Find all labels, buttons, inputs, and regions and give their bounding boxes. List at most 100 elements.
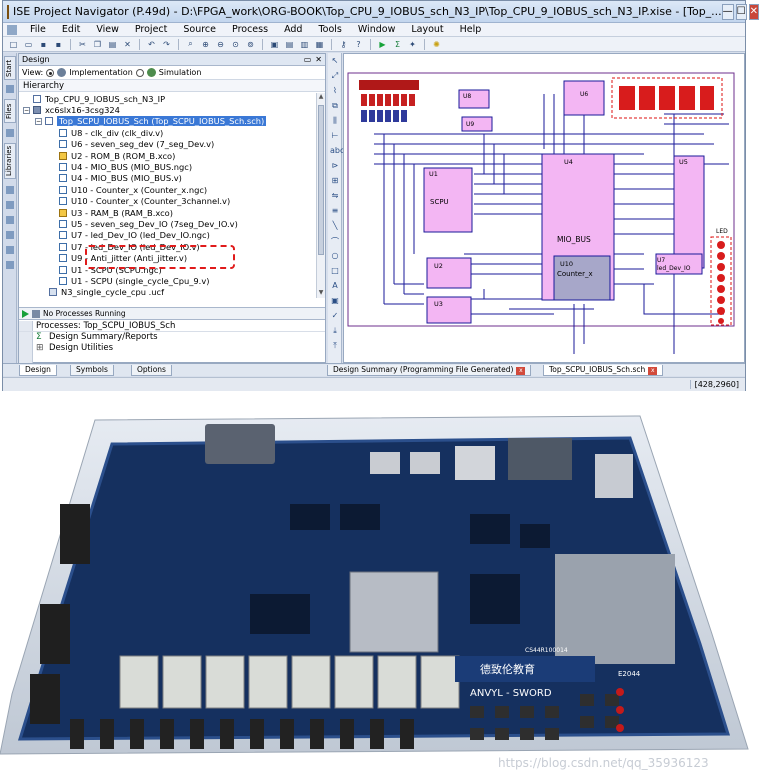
arc-icon[interactable]: ⌒ xyxy=(331,237,339,246)
mirror-icon[interactable]: ⇋ xyxy=(331,191,339,200)
expand-icon[interactable]: ⊞ xyxy=(36,343,44,353)
run-process-icon[interactable] xyxy=(22,309,29,318)
delete-icon[interactable]: ✕ xyxy=(124,39,131,49)
image-icon[interactable]: ▣ xyxy=(331,296,339,305)
block-u9[interactable]: U9 xyxy=(461,116,493,132)
schematic-canvas[interactable]: U8 U6 U9 xyxy=(343,53,745,363)
block-u8[interactable]: U8 xyxy=(458,89,490,109)
tree-item[interactable]: U4 - MIO_BUS (MIO_BUS.ngc) xyxy=(19,161,319,172)
sidebar-tab-start[interactable]: Start xyxy=(4,56,16,80)
scroll-down-icon[interactable]: ▼ xyxy=(318,289,324,296)
save-all-icon[interactable]: ▪ xyxy=(55,39,62,49)
tab-design-summary[interactable]: Design Summary (Programming File Generat… xyxy=(327,365,532,376)
folder-icon[interactable] xyxy=(6,129,14,137)
close-tab-icon[interactable]: x xyxy=(516,367,526,375)
menu-process[interactable]: Process xyxy=(232,24,269,35)
undo-icon[interactable]: ↶ xyxy=(148,39,155,49)
paste-icon[interactable]: ▤ xyxy=(108,39,117,49)
sheet-icon[interactable] xyxy=(6,231,14,239)
maximize-button[interactable]: ☐ xyxy=(735,3,747,20)
process-item[interactable]: Σ Design Summary/Reports xyxy=(19,332,325,343)
tree-item[interactable]: U2 - ROM_B (ROM_B.xco) xyxy=(19,150,319,161)
check-icon[interactable]: ✓ xyxy=(331,311,339,320)
tree-item[interactable]: U1 - SCPU (SCPU.ngc) xyxy=(19,264,319,275)
block-u2[interactable]: U2 xyxy=(426,257,472,289)
tree-item[interactable]: −Top_SCPU_IOBUS_Sch (Top_SCPU_IOBUS_Sch.… xyxy=(19,116,319,127)
minimize-button[interactable]: — xyxy=(721,3,734,20)
tree-item[interactable]: U5 - seven_seg_Dev_IO (7seg_Dev_IO.v) xyxy=(19,218,319,229)
key-icon[interactable]: ⚷ xyxy=(340,39,347,49)
font-icon[interactable]: A xyxy=(332,281,338,290)
properties-icon[interactable] xyxy=(6,216,14,224)
tree-item[interactable]: U1 - SCPU (single_cycle_Cpu_9.v) xyxy=(19,275,319,286)
tree-item[interactable]: Top_CPU_9_IOBUS_sch_N3_IP xyxy=(19,93,319,104)
menu-file[interactable]: File xyxy=(30,24,46,35)
add-symbol-icon[interactable]: ⊞ xyxy=(331,176,339,185)
tree-item[interactable]: U10 - Counter_x (Counter_x.ngc) xyxy=(19,184,319,195)
menu-window[interactable]: Window xyxy=(357,24,396,35)
tree-item[interactable]: U6 - seven_seg_dev (7_seg_Dev.v) xyxy=(19,139,319,150)
close-tab-icon[interactable]: x xyxy=(648,367,658,375)
simulation-radio[interactable] xyxy=(135,68,144,77)
sigma-icon[interactable]: Σ xyxy=(394,39,401,49)
lightbulb-icon[interactable]: ✺ xyxy=(433,39,440,49)
save-icon[interactable]: ▪ xyxy=(40,39,47,49)
tree-item[interactable]: N3_single_cycle_cpu .ucf xyxy=(19,287,319,298)
line-icon[interactable]: ╲ xyxy=(332,221,338,230)
bus-icon[interactable]: ⫼ xyxy=(333,116,337,125)
copy-icon[interactable]: ❐ xyxy=(93,39,102,49)
tile-icon[interactable]: ▥ xyxy=(300,39,309,49)
grid-icon[interactable] xyxy=(6,261,14,269)
menu-view[interactable]: View xyxy=(96,24,119,35)
block-u3[interactable]: U3 xyxy=(426,296,472,324)
tab-design[interactable]: Design xyxy=(19,365,57,376)
simulation-label[interactable]: Simulation xyxy=(158,68,202,77)
help-cursor-icon[interactable]: ? xyxy=(356,39,361,49)
tile-vertical-icon[interactable]: ▦ xyxy=(315,39,324,49)
tab-options[interactable]: Options xyxy=(131,365,172,376)
tree-item[interactable]: U3 - RAM_B (RAM_B.xco) xyxy=(19,207,319,218)
close-panel-icon[interactable]: ✕ xyxy=(315,55,322,64)
tab-symbols[interactable]: Symbols xyxy=(70,365,114,376)
block-u1-scpu[interactable]: U1 SCPU xyxy=(423,167,473,233)
zoom-select-icon[interactable]: ⊚ xyxy=(247,39,254,49)
scroll-up-icon[interactable]: ▲ xyxy=(318,93,324,100)
tree-item[interactable]: U7 - led_Dev_IO (led_Dev_IO.ngc) xyxy=(19,230,319,241)
process-manage-icon[interactable] xyxy=(32,309,40,318)
chip-icon[interactable] xyxy=(6,201,14,209)
text-icon[interactable]: ≡ xyxy=(331,206,339,215)
zoom-in-icon[interactable]: ⊕ xyxy=(202,39,209,49)
block-u6[interactable]: U6 xyxy=(563,80,605,116)
block-u7-led[interactable]: U7 led_Dev_IO xyxy=(655,253,703,275)
zoom-area-icon[interactable]: ⤢ xyxy=(331,71,339,80)
cut-icon[interactable]: ✂ xyxy=(79,39,86,49)
tree-item[interactable]: U10 - Counter_x (Counter_3channel.v) xyxy=(19,196,319,207)
restore-icon[interactable]: ▭ xyxy=(303,55,312,64)
rectangle-icon[interactable]: □ xyxy=(331,266,339,275)
new-file-icon[interactable]: □ xyxy=(9,39,18,49)
menu-help[interactable]: Help xyxy=(459,24,482,35)
menu-project[interactable]: Project xyxy=(134,24,168,35)
library-icon[interactable] xyxy=(6,186,14,194)
collapse-icon[interactable]: − xyxy=(23,106,30,114)
close-button[interactable]: ✕ xyxy=(748,3,759,20)
implementation-label[interactable]: Implementation xyxy=(69,68,133,77)
zoom-fit-icon[interactable]: ⊙ xyxy=(232,39,239,49)
tree-item[interactable]: U4 - MIO_BUS (MIO_BUS.v) xyxy=(19,173,319,184)
hierarchy-pop-icon[interactable]: ⤒ xyxy=(333,341,337,350)
tree-item[interactable]: −xc6slx16-3csg324 xyxy=(19,104,319,115)
telescope-icon[interactable]: ✦ xyxy=(409,39,416,49)
select-cursor-icon[interactable]: ↖ xyxy=(331,56,339,65)
sidebar-tab-libraries[interactable]: Libraries xyxy=(4,143,16,179)
collapse-icon[interactable]: − xyxy=(35,117,42,125)
menu-layout[interactable]: Layout xyxy=(411,24,444,35)
tree-item[interactable]: U8 - clk_div (clk_div.v) xyxy=(19,127,319,138)
menu-edit[interactable]: Edit xyxy=(61,24,81,35)
block-u10-counter[interactable]: U10 Counter_x xyxy=(553,255,611,301)
find-icon[interactable]: ⌕ xyxy=(188,39,193,48)
design-icon[interactable] xyxy=(6,85,14,93)
menu-tools[interactable]: Tools xyxy=(318,24,342,35)
circle-icon[interactable]: ○ xyxy=(331,251,339,260)
list-icon[interactable] xyxy=(6,246,14,254)
